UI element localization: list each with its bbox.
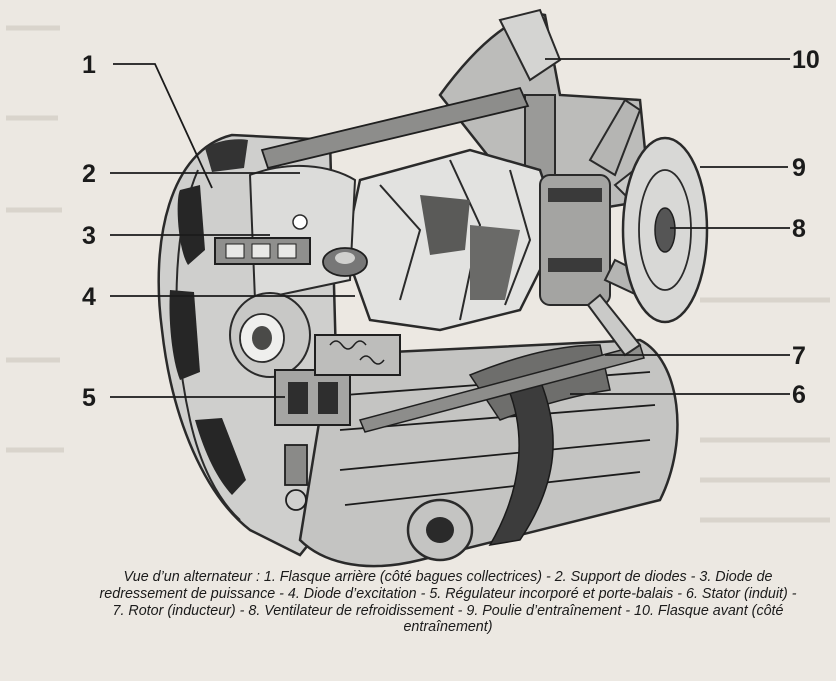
rear-bracket-vent (205, 139, 248, 172)
rotor-shadow (420, 195, 470, 255)
figure-caption: Vue d’un alternateur : 1. Flasque arrièr… (99, 569, 797, 636)
callout-7: 7 (792, 342, 806, 370)
front-bracket-boss (498, 8, 562, 82)
front-bearing (539, 174, 611, 306)
rear-bracket-vent (195, 418, 246, 495)
slip-rings (229, 292, 311, 378)
rear-bracket-vent (177, 185, 205, 265)
rotor-shadow (470, 225, 520, 300)
callout-10: 10 (792, 46, 820, 74)
callout-6: 6 (792, 381, 806, 409)
callout-2: 2 (82, 160, 96, 188)
excitation-diode (322, 247, 368, 277)
callout-8: 8 (792, 215, 806, 243)
leader-lines (110, 58, 790, 398)
through-bolt (260, 86, 530, 170)
alternator-illustration (157, 8, 709, 568)
callout-9: 9 (792, 154, 806, 182)
diode-support (248, 165, 357, 302)
callout-1: 1 (82, 51, 96, 79)
paper-background (6, 25, 830, 523)
stator-laminations (488, 379, 554, 547)
rear-bracket-vent (169, 290, 200, 380)
callout-4: 4 (82, 283, 96, 311)
stator-housing (298, 338, 679, 568)
callout-5: 5 (82, 384, 96, 412)
callout-3: 3 (82, 222, 96, 250)
terminal-post (284, 444, 308, 511)
through-bolt (358, 344, 645, 433)
callout-numbers: 1 2 3 4 5 6 7 8 9 10 (82, 46, 820, 412)
regulator-brush-holder (274, 334, 401, 426)
rectifier-diodes (214, 237, 311, 265)
